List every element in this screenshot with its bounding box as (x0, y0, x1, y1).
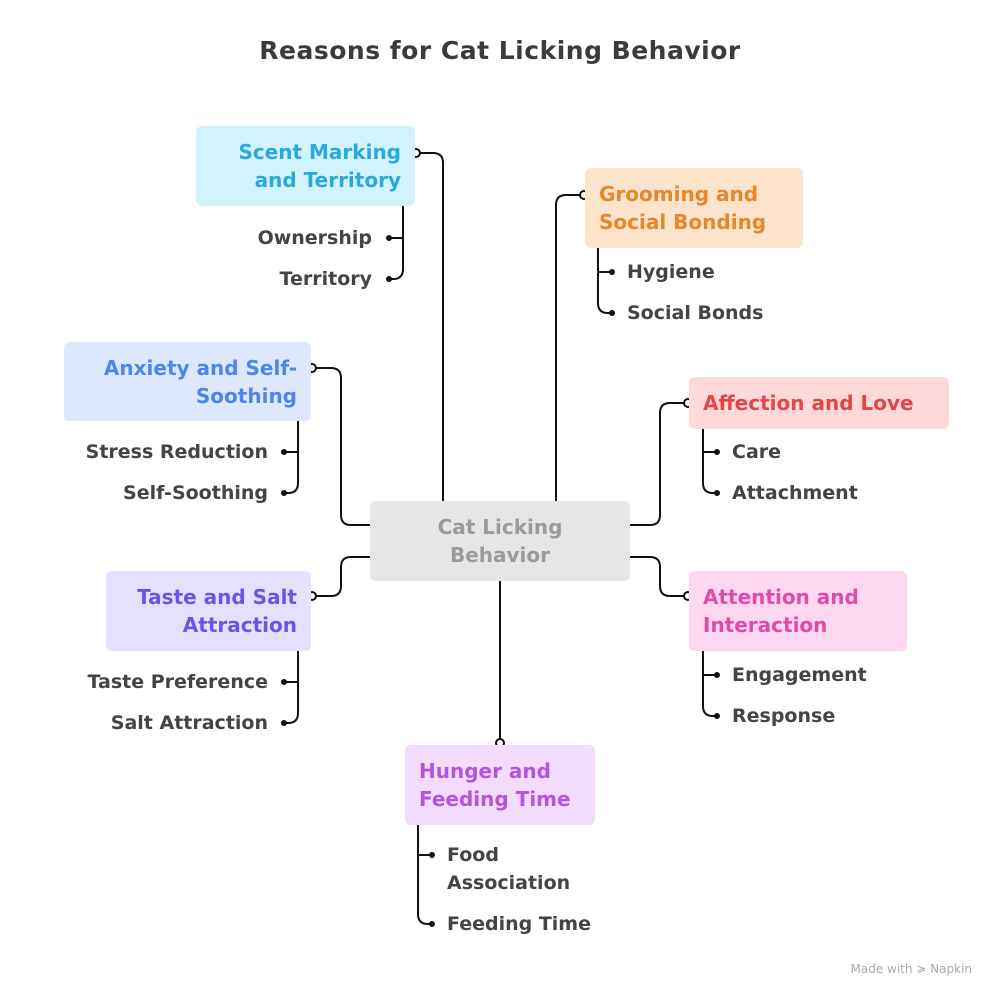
leaf-territory: Territory (279, 268, 372, 290)
node-affection: Affection and Love (689, 377, 949, 429)
node-attention: Attention and Interaction (689, 571, 907, 651)
leaf-hygiene: Hygiene (627, 261, 715, 283)
node-label: Feeding Time (419, 787, 571, 811)
node-label: Anxiety and Self- (103, 355, 297, 380)
leaf-taste-preference: Taste Preference (87, 671, 269, 693)
node-label: Interaction (703, 613, 828, 637)
center-line1: Cat Licking (437, 515, 563, 539)
leaf-self-soothing: Self-Soothing (123, 482, 268, 504)
node-label: Hunger and (419, 759, 551, 783)
node-label: Taste and Salt (137, 585, 297, 609)
leaf-stress-reduction: Stress Reduction (85, 441, 268, 463)
node-label: Scent Marking (238, 140, 401, 164)
leaf-feeding-time: Feeding Time (447, 913, 591, 935)
node-label: Attention and (703, 585, 859, 609)
node-label: Attraction (182, 613, 297, 637)
leaf-social-bonds: Social Bonds (627, 302, 764, 324)
node-label: Affection and Love (703, 391, 914, 415)
node-scent-marking: Scent Marking and Territory (196, 126, 415, 206)
node-label: Grooming and (599, 182, 759, 206)
center-line2: Behavior (449, 543, 551, 567)
node-label: and Territory (254, 168, 401, 192)
leaf-response: Response (732, 705, 836, 727)
node-anxiety: Anxiety and Self- Soothing (64, 342, 311, 421)
napkin-watermark: Made with ≽ Napkin (850, 962, 973, 976)
leaf-salt-attraction: Salt Attraction (110, 712, 268, 734)
node-taste: Taste and Salt Attraction (106, 571, 311, 651)
node-label: Social Bonding (599, 210, 767, 234)
leaf-food-association: Food Association (447, 844, 571, 894)
node-label: Soothing (195, 383, 297, 408)
leaf-attachment: Attachment (732, 482, 858, 504)
leaf-care: Care (732, 441, 782, 463)
node-hunger: Hunger and Feeding Time (405, 745, 595, 825)
center-node: Cat Licking Behavior (370, 501, 630, 581)
leaf-ownership: Ownership (257, 227, 372, 249)
diagram-title: Reasons for Cat Licking Behavior (259, 36, 741, 65)
leaf-engagement: Engagement (732, 664, 867, 686)
node-grooming: Grooming and Social Bonding (585, 168, 803, 248)
